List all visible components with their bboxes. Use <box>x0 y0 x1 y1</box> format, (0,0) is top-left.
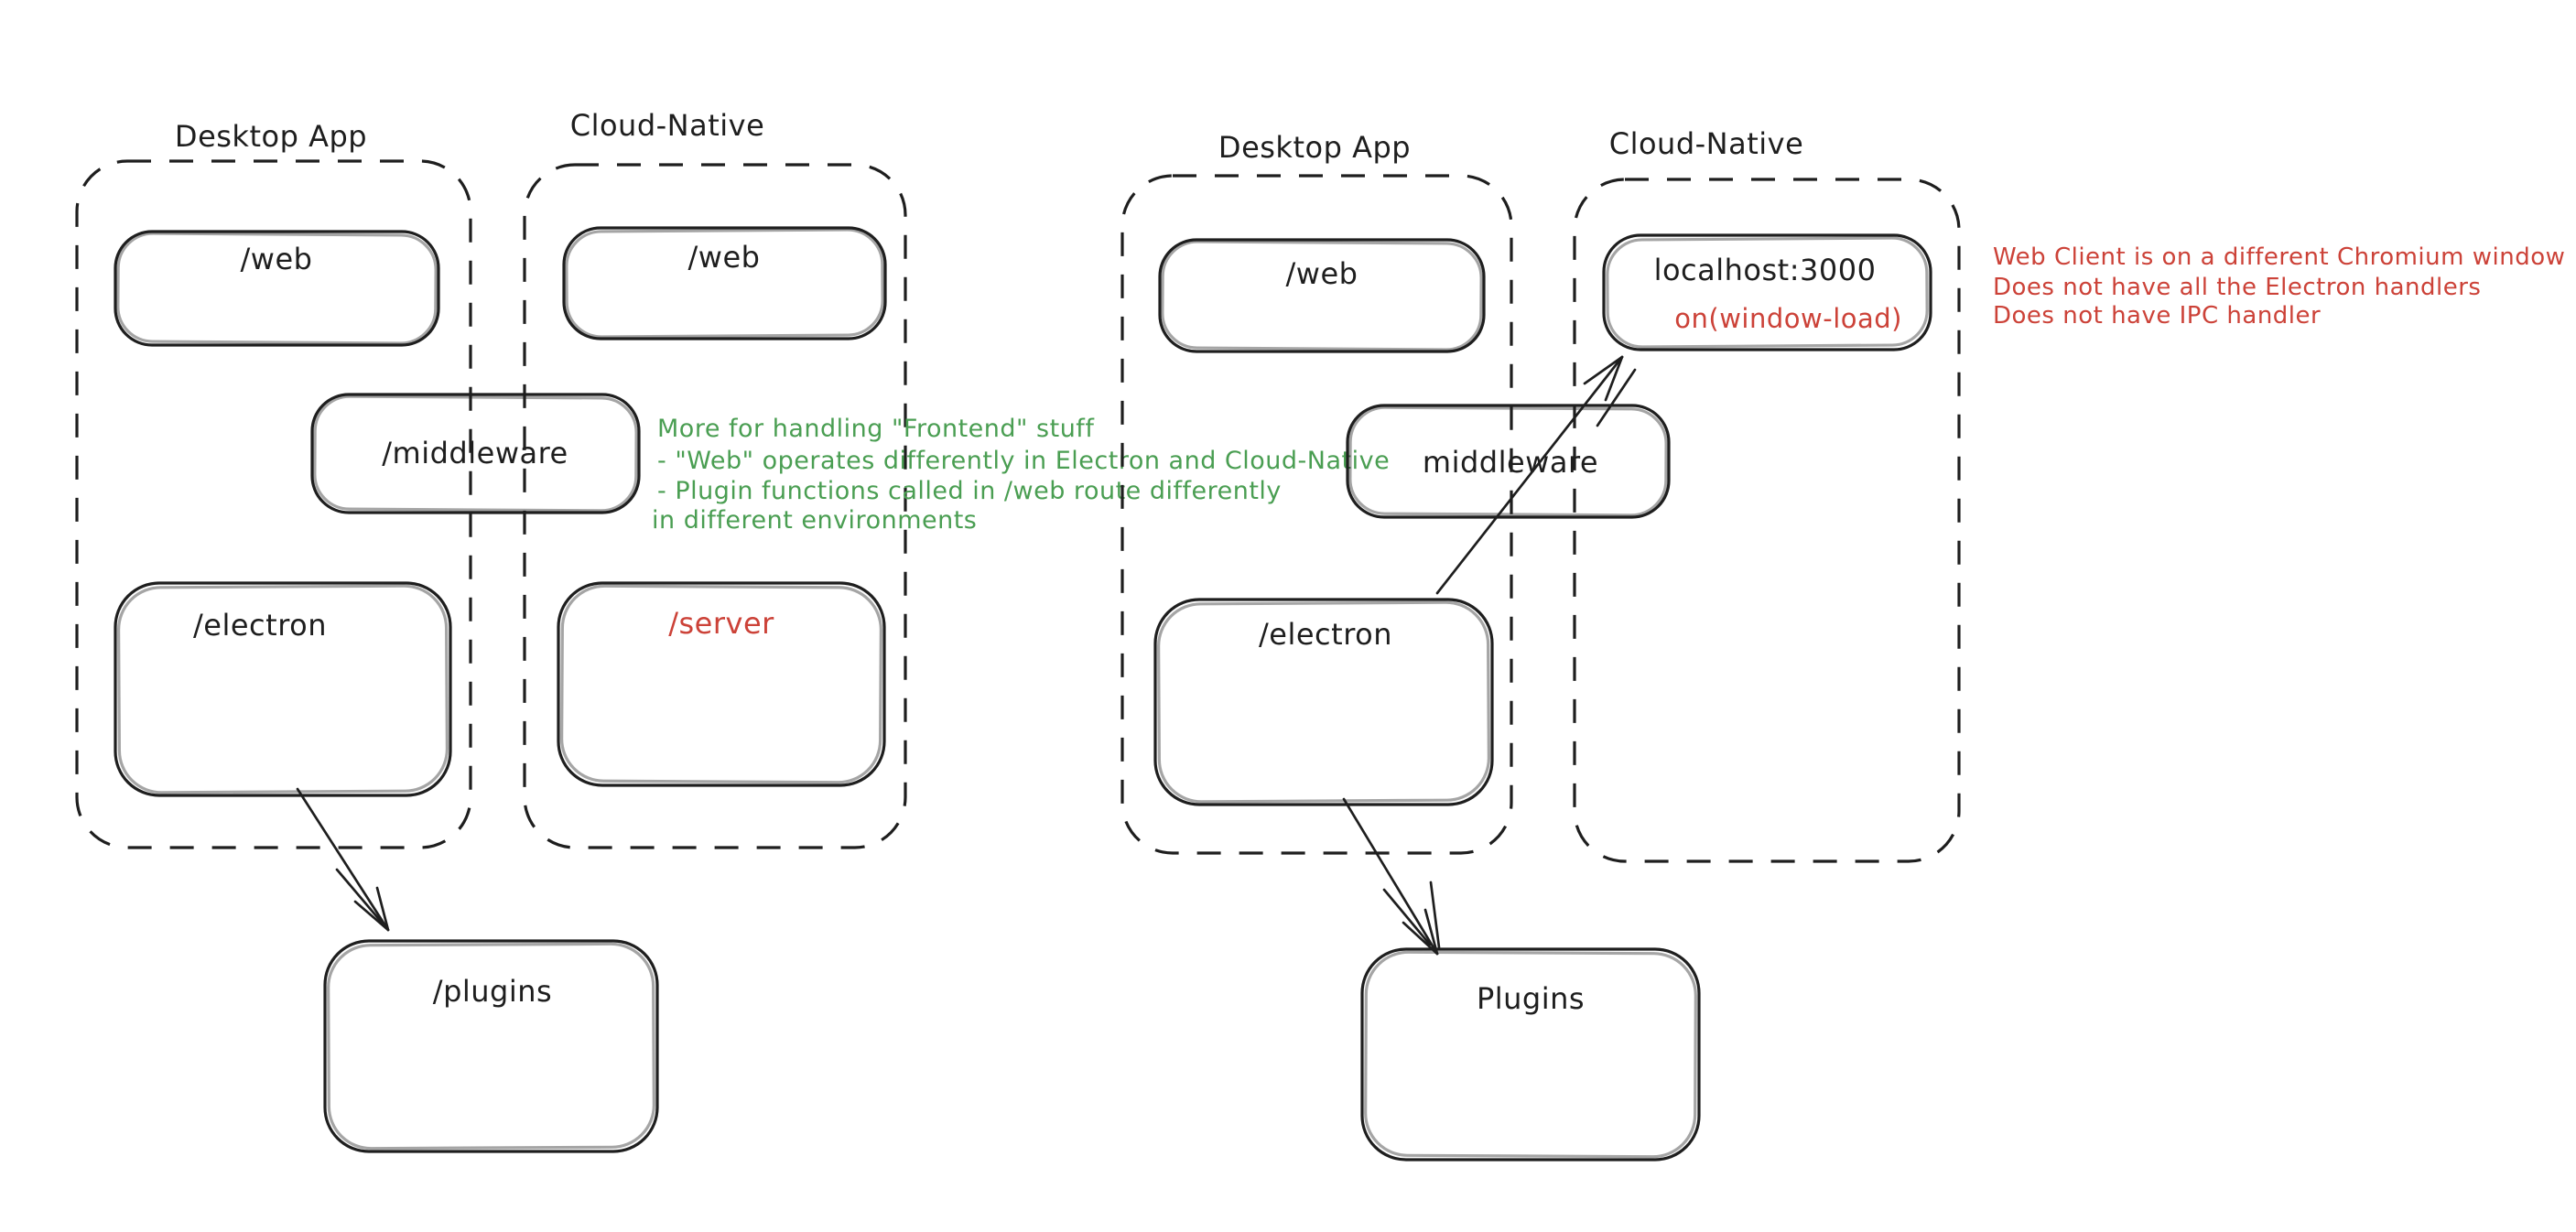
arrow-electron-to-localhost <box>1435 355 1637 595</box>
right-cloud-native-container <box>1573 178 1961 863</box>
right-electron-label: /electron <box>1259 617 1392 652</box>
right-middleware-node: middleware <box>1346 404 1671 519</box>
right-web-label: /web <box>1286 256 1358 291</box>
green-note-line-2: - "Web" operates differently in Electron… <box>657 447 1390 475</box>
left-cloud-native-title: Cloud-Native <box>570 108 765 143</box>
right-cloud-native-title: Cloud-Native <box>1609 126 1804 161</box>
left-cloud-native-container <box>523 163 907 849</box>
left-cn-web-node: /web <box>562 226 887 340</box>
left-middleware-node: /middleware <box>310 393 641 514</box>
red-note-line-1: Web Client is on a different Chromium wi… <box>1993 243 2565 271</box>
red-note-line-2: Does not have all the Electron handlers <box>1993 274 2481 301</box>
left-plugins-node: /plugins <box>323 939 659 1153</box>
left-middleware-label: /middleware <box>382 436 568 470</box>
red-note-line-3: Does not have IPC handler <box>1993 302 2321 330</box>
on-window-load-label: on(window-load) <box>1674 303 1902 334</box>
green-note-line-4: in different environments <box>652 506 977 535</box>
right-desktop-app-title: Desktop App <box>1218 130 1411 165</box>
left-electron-node: /electron <box>114 581 452 797</box>
left-web-node: /web <box>114 230 440 347</box>
green-note-line-3: - Plugin functions called in /web route … <box>657 477 1282 505</box>
left-electron-label: /electron <box>193 608 327 643</box>
left-cn-web-label: /web <box>688 240 761 275</box>
localhost-label: localhost:3000 <box>1654 253 1877 287</box>
left-desktop-app-container <box>75 159 472 849</box>
green-note-line-1: More for handling "Frontend" stuff <box>657 415 1095 443</box>
arrow-left-electron-to-plugins <box>296 787 390 932</box>
red-note: Web Client is on a different Chromium wi… <box>1993 243 2565 330</box>
right-web-node: /web <box>1158 238 1486 353</box>
arrow-right-electron-to-plugins <box>1342 797 1441 956</box>
right-plugins-node: Plugins <box>1360 947 1701 1162</box>
green-note: More for handling "Frontend" stuff - "We… <box>652 415 1390 535</box>
right-plugins-label: Plugins <box>1477 981 1585 1016</box>
right-middleware-label: middleware <box>1423 445 1598 480</box>
right-electron-node: /electron <box>1153 598 1494 806</box>
left-server-label: /server <box>668 606 774 641</box>
left-server-node: /server <box>557 581 886 787</box>
left-web-label: /web <box>241 242 313 276</box>
left-plugins-label: /plugins <box>433 974 552 1009</box>
localhost-node: localhost:3000 on(window-load) <box>1602 233 1932 351</box>
left-desktop-app-title: Desktop App <box>175 119 367 154</box>
right-desktop-app-container <box>1120 174 1513 855</box>
